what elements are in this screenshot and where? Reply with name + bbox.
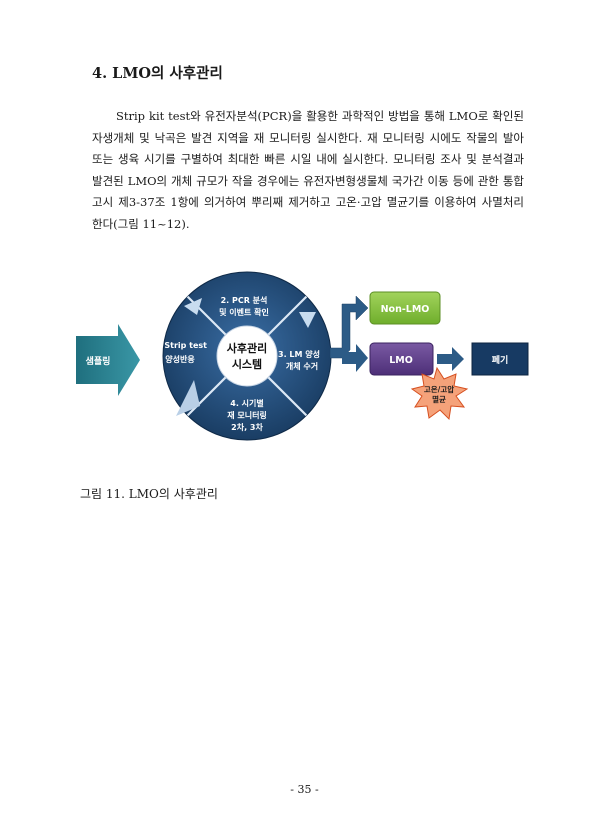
segment-left-line1: 1. Strip test: [153, 341, 207, 350]
cycle-arrow-icon: [299, 312, 316, 328]
management-diagram: 샘플링 사후관리 시스템 2. PCR 분석 및 이벤트 확인 1. Strip…: [76, 271, 529, 441]
arrow-right-icon: [437, 347, 464, 371]
segment-right-line1: 3. LM 양성: [278, 349, 320, 359]
cycle-arrow-icon: [184, 298, 202, 315]
figure-lmo-management: 샘플링 사후관리 시스템 2. PCR 분석 및 이벤트 확인 1. Strip…: [72, 268, 542, 448]
segment-bottom-line1: 4. 시기별: [230, 398, 263, 408]
sterilize-burst: 고온/고압 멸균: [410, 366, 469, 421]
lmo-box: LMO: [369, 342, 434, 376]
page-number: - 35 -: [290, 783, 319, 796]
sterilize-line2: 멸균: [432, 394, 446, 404]
management-cycle: 사후관리 시스템 2. PCR 분석 및 이벤트 확인 1. Strip tes…: [153, 271, 332, 441]
segment-top-line1: 2. PCR 분석: [221, 295, 268, 305]
body-paragraph: Strip kit test와 유전자분석(PCR)을 활용한 과학적인 방법을…: [92, 109, 524, 231]
non-lmo-box: Non-LMO: [369, 291, 441, 325]
section-heading: 4. LMO의 사후관리: [92, 65, 223, 82]
figure-caption: 그림 11. LMO의 사후관리: [80, 487, 218, 501]
segment-bottom-line3: 2차, 3차: [231, 422, 263, 432]
branch-arrow: [329, 295, 369, 372]
cycle-arrow-icon: [176, 380, 200, 416]
burst-icon: [410, 366, 469, 421]
center-label-line1: 사후관리: [227, 341, 267, 355]
segment-right-line2: 개체 수거: [286, 361, 318, 371]
sterilize-line1: 고온/고압: [424, 384, 454, 394]
sampling-arrow: 샘플링: [76, 324, 140, 396]
disposal-label: 폐기: [492, 354, 509, 366]
segment-bottom-line2: 재 모니터링: [227, 410, 267, 420]
lmo-label: LMO: [389, 355, 413, 366]
segment-left-line2: 양성반응: [165, 354, 195, 364]
segment-top-line2: 및 이벤트 확인: [219, 307, 269, 317]
non-lmo-label: Non-LMO: [381, 304, 430, 315]
center-label-line2: 시스템: [232, 357, 262, 371]
sampling-label: 샘플링: [86, 355, 111, 367]
disposal-box: 폐기: [471, 342, 529, 376]
